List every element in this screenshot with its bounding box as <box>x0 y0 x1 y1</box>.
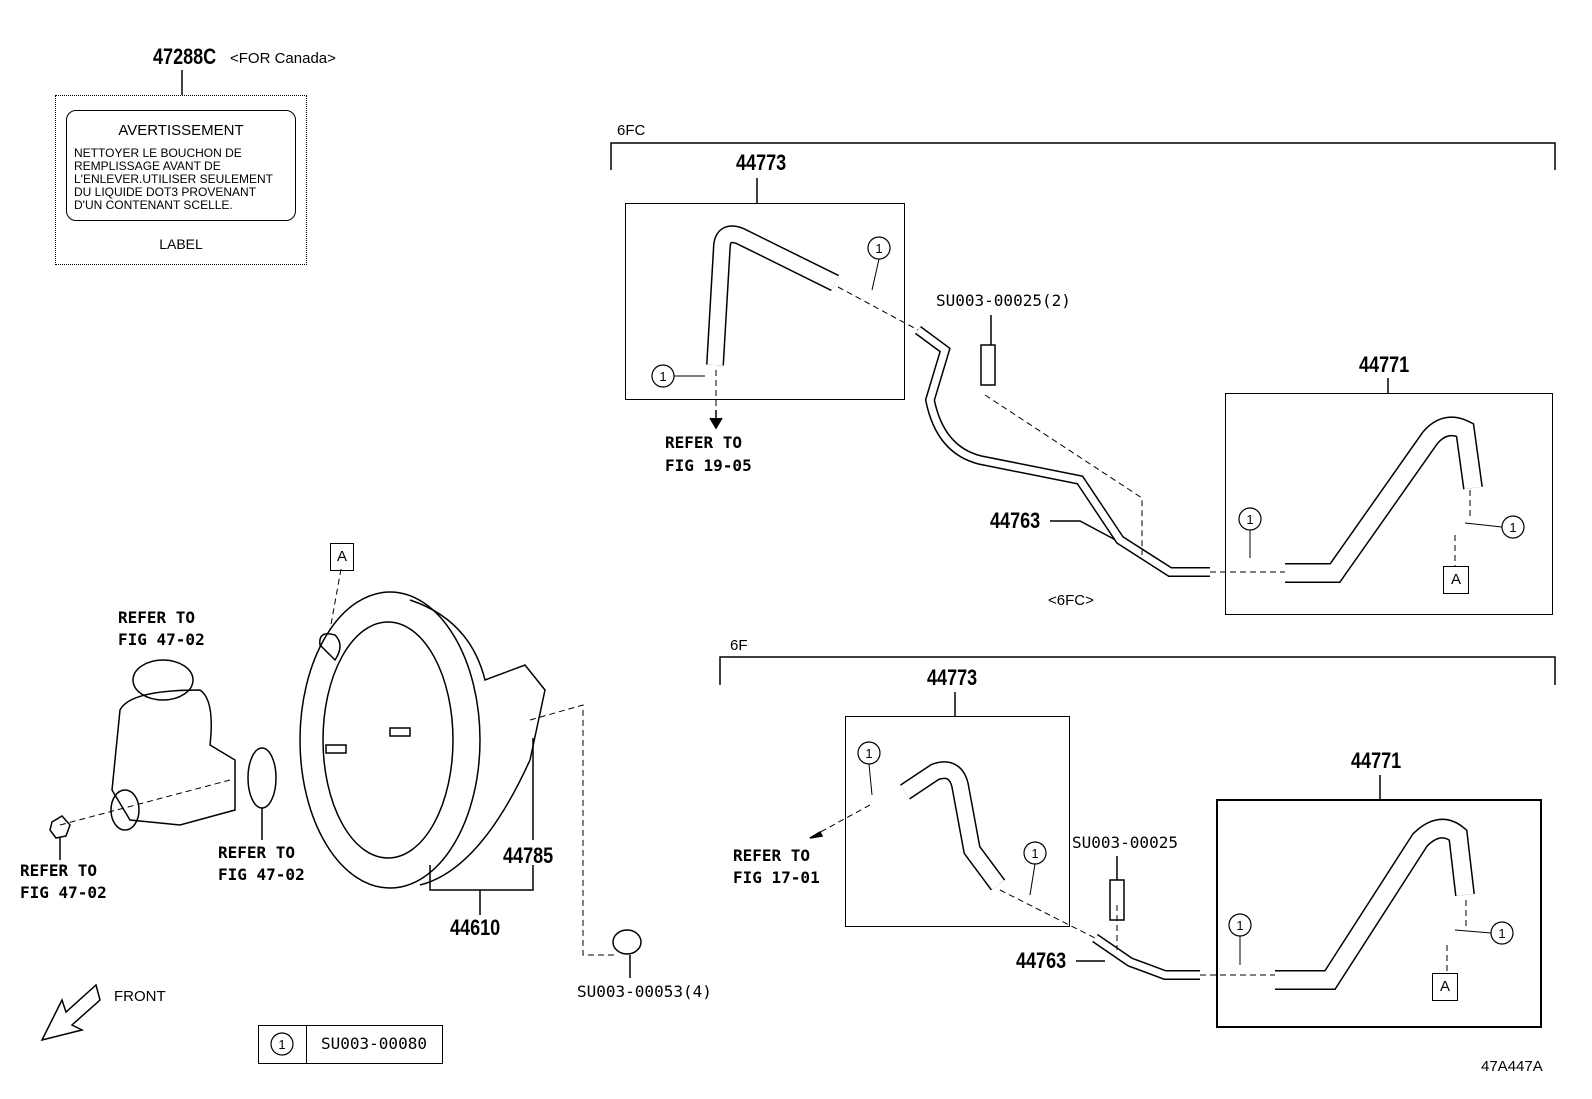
label-caption: LABEL <box>159 236 203 252</box>
part-44785[interactable]: 44785 <box>503 843 554 868</box>
refer-to-label: REFER TO <box>118 608 196 627</box>
callout-label: 1 <box>1031 846 1038 861</box>
warning-line: D'UN CONTENANT SCELLE. <box>74 198 233 212</box>
refer-fig-47-02-reservoir[interactable]: FIG 47-02 <box>118 630 205 649</box>
nut <box>49 815 71 839</box>
callout-label: 1 <box>1246 512 1253 527</box>
legend-divider <box>306 1026 307 1063</box>
hose-44773-box-6f <box>845 716 1070 927</box>
warning-line: L'ENLEVER.UTILISER SEULEMENT <box>74 172 274 186</box>
nut-su003-00053 <box>612 929 642 955</box>
refer-to-label: REFER TO <box>218 843 296 862</box>
nut-su003-00053[interactable]: SU003-00053(4) <box>577 982 712 1001</box>
hose-44771-6fc <box>1285 416 1483 583</box>
warning-line: NETTOYER LE BOUCHON DE <box>74 146 242 160</box>
refer-to-label: REFER TO <box>665 433 743 452</box>
ref-a-booster: A <box>330 543 354 571</box>
seal-ring <box>247 747 277 809</box>
legend-box: SU003-00080 <box>258 1025 443 1064</box>
bolt-icon <box>980 344 996 386</box>
part-44773-6f[interactable]: 44773 <box>927 665 978 690</box>
pipe-44763-6f <box>1092 933 1200 980</box>
bolt-icon <box>1109 879 1125 921</box>
warning-line: REMPLISSAGE AVANT DE <box>74 159 221 173</box>
bracket-6f <box>719 656 1556 685</box>
master-cylinder <box>110 659 236 831</box>
part-44763-6fc[interactable]: 44763 <box>990 508 1041 533</box>
hose-44773-6fc <box>706 225 839 366</box>
refer-fig-19-05[interactable]: FIG 19-05 <box>665 456 752 475</box>
legend-key: 1 <box>278 1037 285 1052</box>
warning-line: DU LIQUIDE DOT3 PROVENANT <box>74 185 257 199</box>
hose-44771-box-6f <box>1216 799 1542 1028</box>
front-label: FRONT <box>114 988 166 1005</box>
bolt-su003-00025-6f[interactable]: SU003-00025 <box>1072 833 1178 852</box>
section-title-6f: 6F <box>730 637 748 654</box>
refer-fig-47-02-nut[interactable]: FIG 47-02 <box>20 883 107 902</box>
callout-label: 1 <box>659 369 666 384</box>
refer-to-label: REFER TO <box>733 846 811 865</box>
section-title-6fc: 6FC <box>617 122 646 139</box>
callout-label: 1 <box>1498 926 1505 941</box>
callout-label: 1 <box>1236 918 1243 933</box>
refer-fig-47-02-seal[interactable]: FIG 47-02 <box>218 865 305 884</box>
front-arrow-icon <box>40 983 101 1042</box>
ref-a-6fc: A <box>1443 566 1469 594</box>
warning-heading: AVERTISSEMENT <box>118 122 244 139</box>
warning-label-inner <box>66 110 296 221</box>
refer-to-label: REFER TO <box>20 861 98 880</box>
hose-44771-6f <box>1275 818 1475 990</box>
figure-id: 47A447A <box>1481 1058 1543 1075</box>
part-44773-6fc[interactable]: 44773 <box>736 150 787 175</box>
part-44610[interactable]: 44610 <box>450 915 501 940</box>
hose-44773-6f <box>900 761 1006 891</box>
legend-part[interactable]: SU003-00080 <box>321 1034 427 1053</box>
part-44763-6f[interactable]: 44763 <box>1016 948 1067 973</box>
hose-44771-box-6fc <box>1225 393 1553 615</box>
brake-booster-44610 <box>299 591 546 889</box>
refer-fig-17-01[interactable]: FIG 17-01 <box>733 868 820 887</box>
callout-label: 1 <box>875 241 882 256</box>
label-region-note: <FOR Canada> <box>230 50 336 67</box>
part-44771-6fc[interactable]: 44771 <box>1359 352 1410 377</box>
pipe-44763-6fc <box>915 325 1210 577</box>
variant-6fc-label: <6FC> <box>1048 592 1094 609</box>
warning-label: AVERTISSEMENT NETTOYER LE BOUCHON DE REM… <box>55 95 307 265</box>
label-part-number: 47288C <box>153 44 217 69</box>
bolt-su003-00025-6fc[interactable]: SU003-00025(2) <box>936 291 1071 310</box>
legend-callout-icon <box>270 1032 294 1056</box>
part-44771-6f[interactable]: 44771 <box>1351 748 1402 773</box>
ref-a-6f: A <box>1432 973 1458 1001</box>
callout-label: 1 <box>1509 520 1516 535</box>
hose-44773-box-6fc <box>625 203 905 400</box>
callout-label: 1 <box>865 746 872 761</box>
bracket-6fc <box>610 142 1556 170</box>
